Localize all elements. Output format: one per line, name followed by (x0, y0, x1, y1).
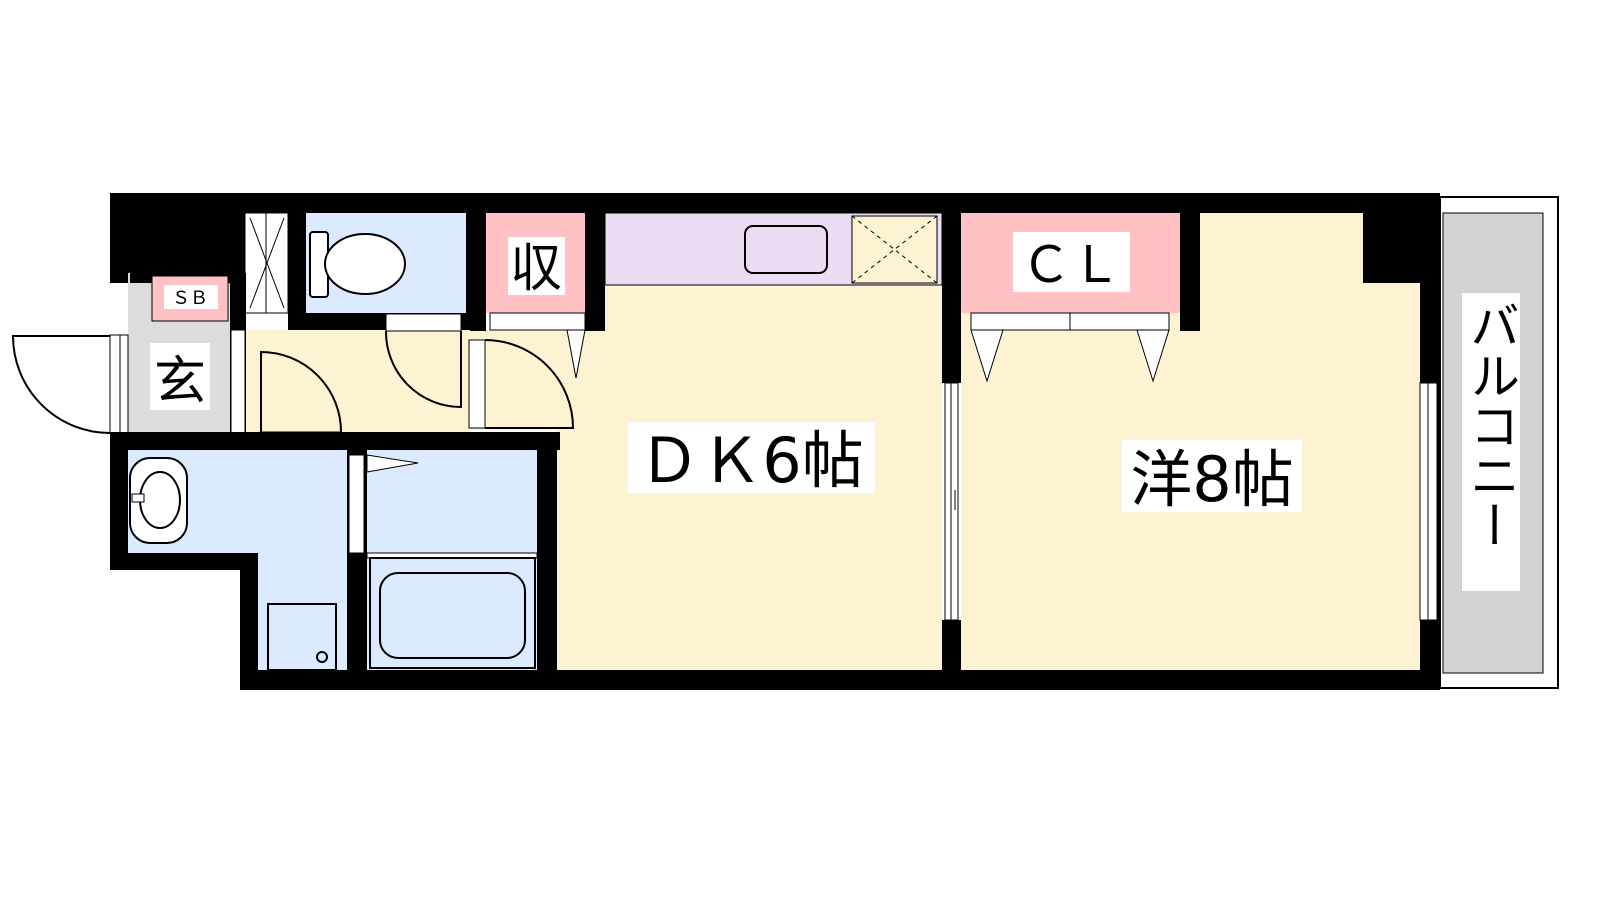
bathroom (366, 450, 538, 670)
storage-label: 収 (510, 239, 562, 299)
hall-door-to-dk[interactable] (468, 339, 575, 429)
western-label-group: 洋8帖 (1122, 440, 1302, 516)
pipe-shaft (244, 212, 289, 314)
dk-label-group: ＤＫ6帖 (628, 422, 875, 497)
bathtub-icon (369, 557, 536, 669)
partition-dk-western (942, 213, 961, 670)
balcony: バルコニー (1439, 196, 1559, 689)
closet-label: ＣＬ (1021, 236, 1121, 294)
toilet-room (288, 213, 486, 331)
toilet-icon (309, 231, 406, 298)
kitchen-counter (604, 212, 943, 286)
washbasin-icon (129, 457, 188, 544)
hallway (230, 330, 470, 433)
stove-icon (851, 215, 938, 284)
balcony-label: バルコニー (1462, 300, 1520, 550)
storage: 収 (486, 213, 605, 379)
window-icon (1419, 382, 1438, 621)
western-label: 洋8帖 (1130, 443, 1293, 516)
front-door[interactable] (11, 334, 129, 434)
dk-label: ＤＫ6帖 (638, 424, 863, 497)
entrance: 玄 ＳＢ (128, 273, 246, 434)
shoe-box-label: ＳＢ (172, 288, 208, 309)
hall-door-to-toilet[interactable] (384, 313, 462, 409)
shoe-box: ＳＢ (151, 275, 229, 322)
washing-machine-icon (267, 603, 337, 671)
door-swing-icon (260, 350, 342, 433)
closet: ＣＬ (961, 213, 1180, 383)
washroom (110, 432, 560, 671)
door-swing-icon (484, 339, 575, 429)
sink-icon (744, 225, 828, 274)
door-swing-icon (11, 335, 111, 434)
entrance-label: 玄 (154, 352, 206, 412)
door-swing-icon (384, 330, 462, 409)
